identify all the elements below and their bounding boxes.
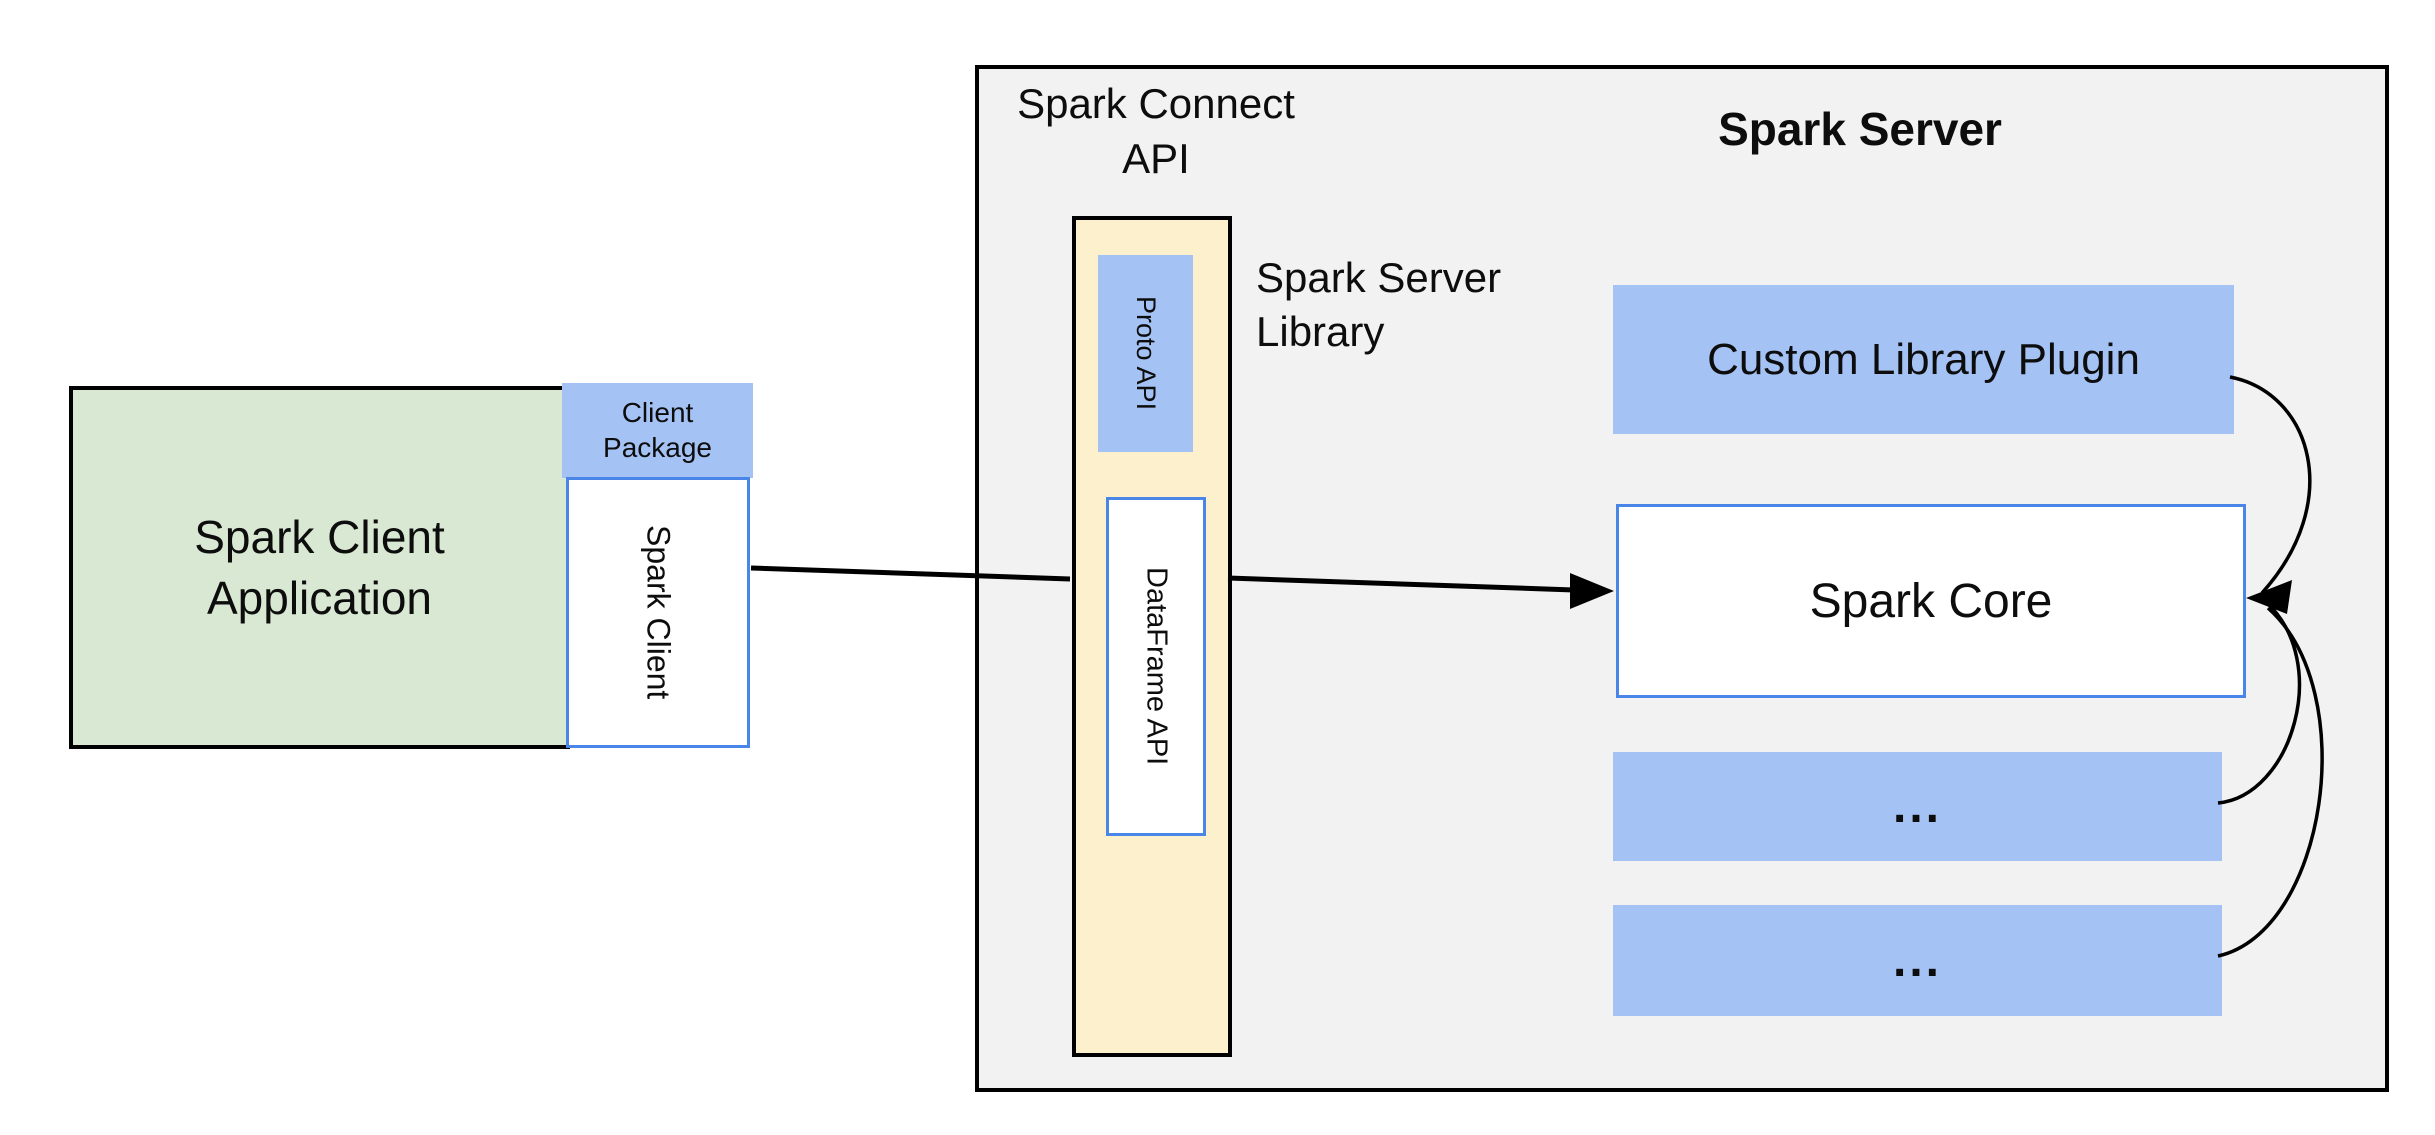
dataframe-api-label: DataFrame API (1140, 567, 1173, 766)
spark-core-box: Spark Core (1616, 504, 2246, 698)
spark-client-application-label-line1: Spark Client (194, 510, 445, 563)
client-package-label: Client Package (562, 383, 753, 478)
spark-connect-api-heading-line1: Spark Connect (1017, 80, 1295, 127)
client-package-label-line2: Package (603, 431, 712, 463)
server-module-placeholder-box-2: ... (1613, 905, 2222, 1016)
client-package-label-line1: Client (621, 397, 694, 429)
custom-library-plugin-box: Custom Library Plugin (1613, 285, 2234, 434)
spark-server-library-label-line1: Spark Server (1256, 254, 1502, 301)
client-package-box: Client Package (562, 383, 753, 478)
spark-client-box: Spark Client (566, 477, 750, 748)
server-module-placeholder-box-1: ... (1613, 752, 2222, 861)
spark-connect-api-heading: Spark Connect API (1001, 77, 1311, 186)
spark-server-library-label-line2: Library (1256, 307, 1385, 355)
proto-api-label: Proto API (1131, 296, 1161, 411)
spark-core-label: Spark Core (1809, 574, 2053, 628)
custom-library-plugin-label: Custom Library Plugin (1707, 334, 2140, 384)
spark-client-label: Spark Client (640, 525, 677, 700)
spark-server-heading: Spark Server (1718, 103, 2002, 155)
spark-connect-api-column: Proto API DataFrame API (1072, 216, 1232, 1057)
spark-server-panel: Spark Connect API Spark Server Proto API… (975, 65, 2389, 1092)
spark-client-application-label-line2: Application (206, 571, 433, 624)
dataframe-api-box: DataFrame API (1106, 497, 1206, 836)
server-module-placeholder-label-1: ... (1892, 780, 1942, 833)
server-module-placeholder-label-2: ... (1892, 934, 1942, 987)
spark-client-application-box: Spark Client Application (69, 386, 570, 749)
proto-api-box: Proto API (1098, 255, 1193, 452)
spark-server-library-label: Spark Server Library (1256, 251, 1586, 359)
spark-client-application-label: Spark Client Application (73, 390, 566, 745)
spark-connect-api-heading-line2: API (1122, 134, 1190, 182)
